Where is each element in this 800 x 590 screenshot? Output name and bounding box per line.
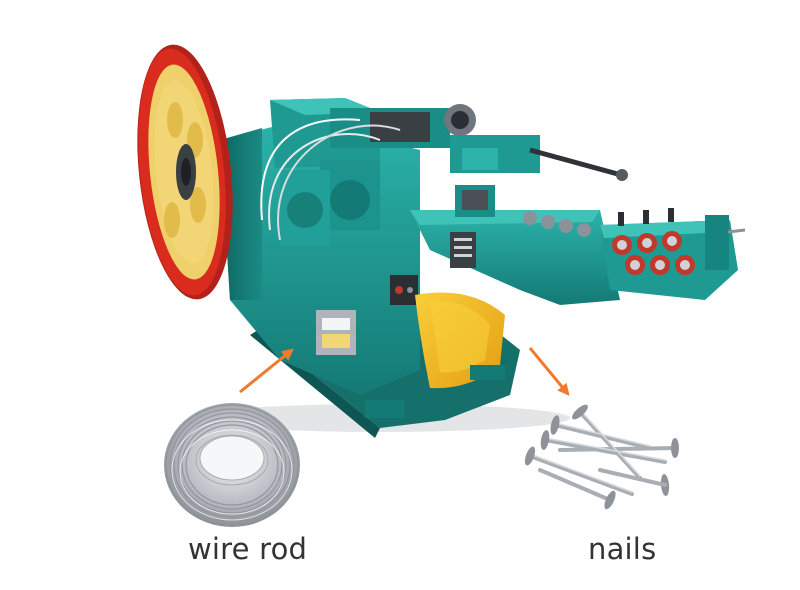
machine-illustration — [190, 98, 746, 438]
wire-rod-label: wire rod — [188, 532, 308, 566]
flywheel-illustration — [137, 44, 233, 300]
arrow-icon — [239, 348, 294, 394]
nails-label: nails — [588, 532, 657, 566]
arrow-icon — [528, 347, 570, 396]
nails-pile-illustration — [524, 404, 679, 510]
wire-coil-illustration — [164, 403, 300, 527]
